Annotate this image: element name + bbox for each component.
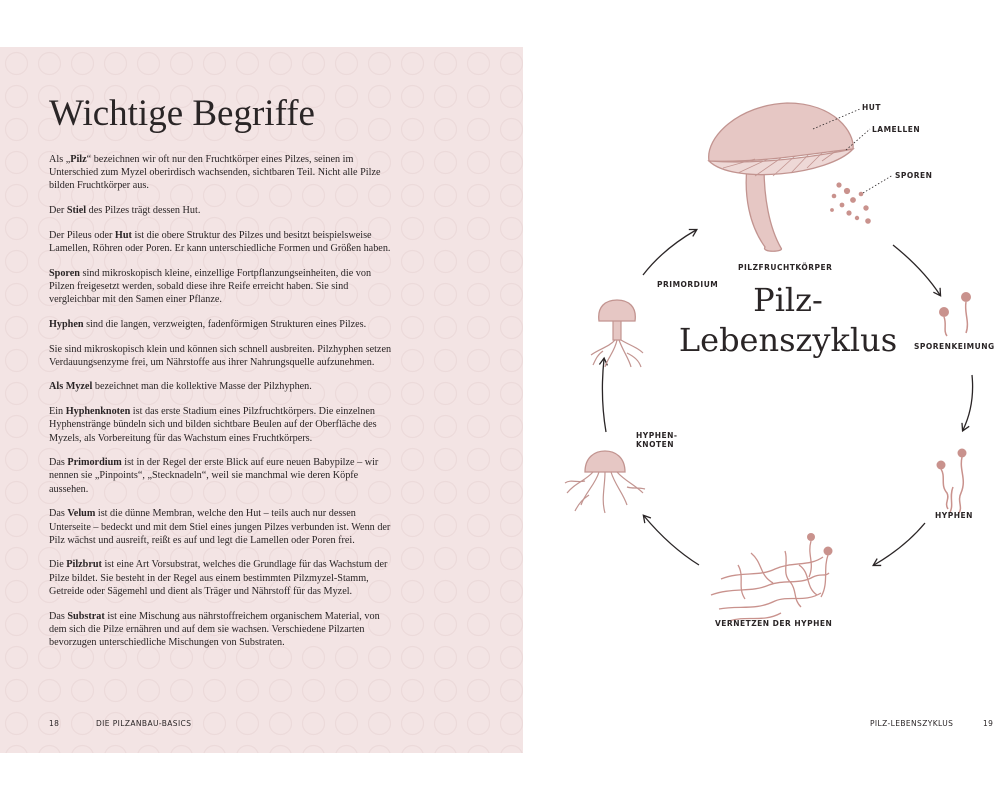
page-title: Wichtige Begriffe: [49, 93, 315, 134]
hyphal-knot-icon: [564, 450, 646, 514]
hyphae-icon: [936, 448, 967, 514]
arrow-to-primordium: [598, 356, 608, 433]
arrow-to-sporenkeimung: [892, 244, 942, 297]
hyphae-network-icon: [710, 533, 833, 622]
primordium-icon: [590, 299, 644, 368]
dot-pattern-background: [0, 47, 523, 753]
glossary-paragraph: Der Stiel des Pilzes trägt dessen Hut.: [49, 205, 201, 217]
left-page: Wichtige Begriffe Als „Pilz“ bezeichnen …: [0, 47, 523, 753]
arrow-to-fruchtkoerper: [642, 228, 699, 276]
label-sporenkeimung: SPORENKEIMUNG: [914, 342, 995, 351]
label-lamellen: LAMELLEN: [872, 125, 921, 134]
glossary-paragraph: Der Pileus oder Hut ist die obere Strukt…: [49, 229, 391, 255]
glossary-paragraph: Das Substrat ist eine Mischung aus nährs…: [49, 610, 380, 648]
arrow-to-hyphen: [961, 374, 974, 433]
leader-lines: [812, 108, 894, 194]
glossary-paragraph: Die Pilzbrut ist eine Art Vorsubstrat, w…: [49, 559, 388, 597]
label-vernetzen-der-hyphen: VERNETZEN DER HYPHEN: [715, 619, 833, 628]
spores-icon: [830, 182, 871, 224]
page-number-left: 18: [49, 719, 60, 728]
glossary-paragraph: Als „Pilz“ bezeichnen wir oft nur den Fr…: [49, 154, 381, 192]
label-primordium: PRIMORDIUM: [657, 280, 719, 289]
glossary-paragraph: Das Velum ist die dünne Membran, welche …: [49, 508, 391, 546]
glossary-paragraph: Ein Hyphenknoten ist das erste Stadium e…: [49, 406, 377, 444]
label-hyphenknoten: HYPHEN- KNOTEN: [636, 431, 678, 449]
arrow-to-hyphenknoten: [642, 514, 700, 566]
mushroom-fruiting-body-icon: [707, 102, 855, 252]
spore-germination-icon: [939, 292, 971, 337]
page-number-right: 19: [983, 719, 994, 728]
glossary-text: Als „Pilz“ bezeichnen wir oft nur den Fr…: [49, 153, 399, 661]
cycle-arrows: [598, 228, 974, 567]
running-head-right: PILZ-LEBENSZYKLUS: [870, 719, 954, 728]
life-cycle-illustration: [564, 102, 974, 622]
label-hyphen: HYPHEN: [935, 511, 973, 520]
arrow-to-vernetzen: [872, 522, 926, 567]
glossary-paragraph: Als Myzel bezeichnet man die kollektive …: [49, 381, 312, 393]
cycle-title: Pilz- Lebenszyklus: [678, 281, 898, 359]
label-sporen: SPOREN: [895, 171, 933, 180]
label-pilzfruchtkoerper: PILZFRUCHTKÖRPER: [738, 263, 833, 272]
glossary-paragraph: Hyphen sind die langen, verzweigten, fad…: [49, 318, 367, 330]
glossary-paragraph: Sie sind mikroskopisch klein und können …: [49, 343, 392, 368]
running-head-left: DIE PILZANBAU-BASICS: [96, 719, 192, 728]
label-hut: HUT: [862, 103, 881, 112]
glossary-paragraph: Das Primordium ist in der Regel der erst…: [49, 457, 379, 495]
glossary-paragraph: Sporen sind mikroskopisch kleine, einzel…: [49, 267, 372, 306]
